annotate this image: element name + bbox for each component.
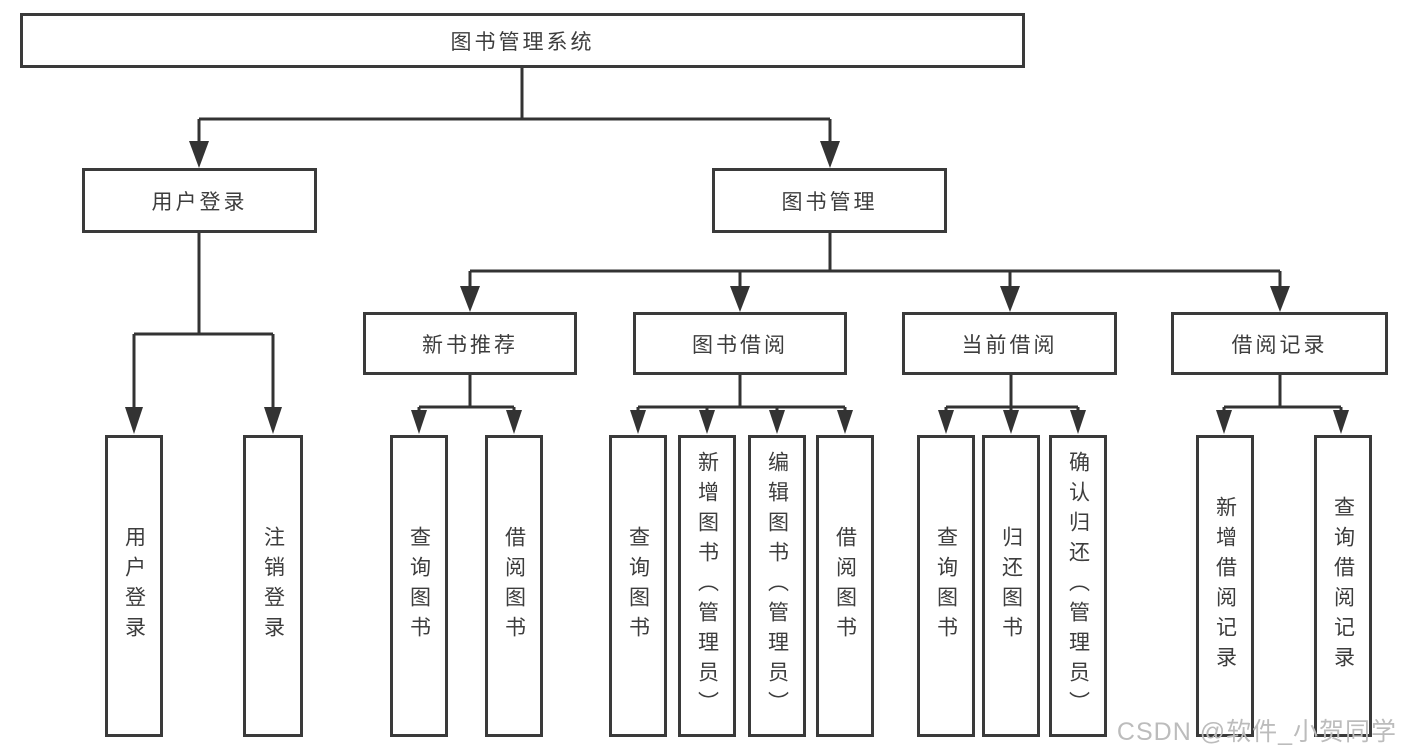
leaf-query-borrow-record: 查询借阅记录: [1314, 435, 1372, 737]
leaf-add-borrow-record-label: 新增借阅记录: [1213, 496, 1237, 676]
leaf-confirm-return-admin-label: 确认归还（管理员）: [1066, 451, 1090, 721]
leaf-borrow-books-recommend-label: 借阅图书: [502, 526, 526, 646]
leaf-query-books-borrow: 查询图书: [609, 435, 667, 737]
node-current-borrowing: 当前借阅: [902, 312, 1117, 375]
node-book-borrowing: 图书借阅: [633, 312, 847, 375]
leaf-query-books-recommend-label: 查询图书: [407, 526, 431, 646]
leaf-return-books: 归还图书: [982, 435, 1040, 737]
node-root: 图书管理系统: [20, 13, 1025, 68]
leaf-confirm-return-admin: 确认归还（管理员）: [1049, 435, 1107, 737]
leaf-query-borrow-record-label: 查询借阅记录: [1331, 496, 1355, 676]
leaf-user-login: 用户登录: [105, 435, 163, 737]
node-borrowing-records: 借阅记录: [1171, 312, 1388, 375]
leaf-return-books-label: 归还图书: [999, 526, 1023, 646]
leaf-borrow-books-borrow-label: 借阅图书: [833, 526, 857, 646]
leaf-user-login-label: 用户登录: [122, 526, 146, 646]
node-user-login: 用户登录: [82, 168, 317, 233]
leaf-add-books-admin: 新增图书（管理员）: [678, 435, 736, 737]
node-book-management: 图书管理: [712, 168, 947, 233]
leaf-borrow-books-recommend: 借阅图书: [485, 435, 543, 737]
leaf-logout: 注销登录: [243, 435, 303, 737]
leaf-edit-books-admin-label: 编辑图书（管理员）: [765, 451, 789, 721]
node-new-book-recommendation: 新书推荐: [363, 312, 577, 375]
leaf-query-books-current-label: 查询图书: [934, 526, 958, 646]
leaf-add-books-admin-label: 新增图书（管理员）: [695, 451, 719, 721]
leaf-logout-label: 注销登录: [261, 526, 285, 646]
leaf-edit-books-admin: 编辑图书（管理员）: [748, 435, 806, 737]
leaf-borrow-books-borrow: 借阅图书: [816, 435, 874, 737]
leaf-add-borrow-record: 新增借阅记录: [1196, 435, 1254, 737]
watermark-text: CSDN @软件_小贺同学: [1116, 718, 1397, 746]
leaf-query-books-recommend: 查询图书: [390, 435, 448, 737]
leaf-query-books-current: 查询图书: [917, 435, 975, 737]
leaf-query-books-borrow-label: 查询图书: [626, 526, 650, 646]
